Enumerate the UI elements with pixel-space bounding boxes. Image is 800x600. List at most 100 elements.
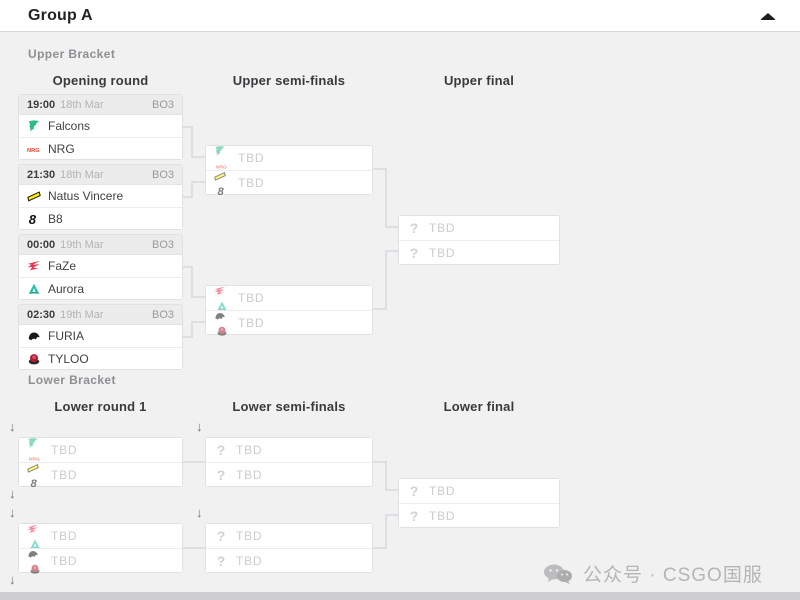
group-title: Group A <box>28 6 93 24</box>
navi-b8-possible-icons <box>214 172 230 194</box>
faze-aurora-possible-icons <box>27 525 43 547</box>
furia-icon <box>27 329 41 343</box>
match-format: BO3 <box>151 168 174 181</box>
match-format: BO3 <box>151 98 174 111</box>
team-name: FaZe <box>48 259 77 273</box>
question-icon: ? <box>216 528 226 544</box>
navi-icon <box>214 170 226 182</box>
lower-bracket-label: Lower Bracket <box>28 373 116 387</box>
team-name: Falcons <box>48 119 91 133</box>
falcons-icon <box>27 437 39 449</box>
tbd-slot: TBD <box>19 462 182 486</box>
match-info-bar: 19:00 18th Mar BO3 <box>19 95 182 115</box>
drop-down-arrow-icon: ↓ <box>9 572 16 587</box>
column-header-upper-semi-finals: Upper semi-finals <box>232 73 346 88</box>
tbd-slot: ? TBD <box>399 240 559 264</box>
watermark: 公众号 · CSGO国服 <box>543 560 763 587</box>
tbd-slot: TBD <box>206 146 372 170</box>
navi-icon <box>27 462 39 474</box>
faze-icon <box>27 523 39 535</box>
match-card-lower-r1-1[interactable]: TBD TBD <box>18 437 183 487</box>
tbd-label: TBD <box>236 529 263 543</box>
tyloo-icon <box>27 352 41 366</box>
upper-bracket-label: Upper Bracket <box>28 47 116 61</box>
falcons-nrg-possible-icons <box>27 439 43 461</box>
tbd-label: TBD <box>429 508 456 523</box>
furia-icon <box>214 310 226 322</box>
falcons-nrg-possible-icons <box>214 147 230 169</box>
tbd-slot: TBD <box>19 438 182 462</box>
drop-down-arrow-icon: ↓ <box>196 505 203 520</box>
tbd-label: TBD <box>429 245 456 260</box>
tbd-slot: TBD <box>206 286 372 310</box>
b8-icon <box>29 477 41 489</box>
tbd-slot: ? TBD <box>206 524 372 548</box>
question-icon: ? <box>216 442 226 458</box>
match-card-lower-r1-2[interactable]: TBD TBD <box>18 523 183 573</box>
match-date: 18th Mar <box>60 168 104 181</box>
team-row: B8 <box>19 207 182 229</box>
question-icon: ? <box>409 483 419 499</box>
match-card-upper-semi-1[interactable]: TBD TBD <box>205 145 373 195</box>
question-icon: ? <box>216 466 226 483</box>
match-card-opening-2[interactable]: 21:30 18th Mar BO3 Natus Vincere B8 <box>18 164 183 230</box>
tbd-label: TBD <box>51 553 78 568</box>
team-name: B8 <box>48 211 63 226</box>
team-name: Natus Vincere <box>48 189 124 203</box>
navi-icon <box>27 189 41 203</box>
column-header-upper-final: Upper final <box>443 73 515 88</box>
tbd-slot: ? TBD <box>206 438 372 462</box>
match-time: 19:00 <box>27 98 56 111</box>
match-card-upper-semi-2[interactable]: TBD TBD <box>205 285 373 335</box>
match-time: 21:30 <box>27 168 56 181</box>
team-row: TYLOO <box>19 347 182 369</box>
match-date: 19th Mar <box>60 238 104 251</box>
match-card-lower-final[interactable]: ? TBD ? TBD <box>398 478 560 528</box>
team-name: TYLOO <box>48 351 89 366</box>
match-card-opening-3[interactable]: 00:00 19th Mar BO3 FaZe Aurora <box>18 234 183 300</box>
drop-down-arrow-icon: ↓ <box>9 486 16 501</box>
tbd-label: TBD <box>238 291 265 305</box>
b8-icon <box>27 212 41 226</box>
furia-tyloo-possible-icons <box>27 550 43 572</box>
tbd-label: TBD <box>236 467 263 482</box>
column-header-lower-final: Lower final <box>443 399 515 414</box>
tbd-slot: TBD <box>19 548 182 572</box>
column-header-lower-semi-finals: Lower semi-finals <box>232 399 346 414</box>
team-row: NRG <box>19 137 182 159</box>
tbd-label: TBD <box>236 443 263 457</box>
match-card-lower-semi-1[interactable]: ? TBD ? TBD <box>205 437 373 487</box>
tbd-slot: ? TBD <box>399 479 559 503</box>
aurora-icon <box>27 282 41 296</box>
faze-icon <box>214 285 226 297</box>
match-format: BO3 <box>151 308 174 321</box>
tbd-label: TBD <box>51 529 78 543</box>
match-format: BO3 <box>151 238 174 251</box>
tbd-label: TBD <box>238 151 265 165</box>
drop-down-arrow-icon: ↓ <box>9 505 16 520</box>
question-icon: ? <box>216 552 226 569</box>
drop-down-arrow-icon: ↓ <box>9 419 16 434</box>
tbd-label: TBD <box>51 467 78 482</box>
tyloo-icon <box>216 325 228 337</box>
falcons-icon <box>214 145 226 157</box>
match-time: 00:00 <box>27 238 56 251</box>
match-card-opening-4[interactable]: 02:30 19th Mar BO3 FURIA TYLOO <box>18 304 183 370</box>
tyloo-icon <box>29 563 41 575</box>
column-header-lower-round-1: Lower round 1 <box>54 399 147 414</box>
match-time: 02:30 <box>27 308 56 321</box>
column-header-opening-round: Opening round <box>52 73 149 88</box>
match-date: 19th Mar <box>60 308 104 321</box>
caret-up-icon[interactable] <box>760 13 776 20</box>
match-card-opening-1[interactable]: 19:00 18th Mar BO3 Falcons NRG <box>18 94 183 160</box>
furia-tyloo-possible-icons <box>214 312 230 334</box>
drop-down-arrow-icon: ↓ <box>196 419 203 434</box>
team-name: Aurora <box>48 281 85 296</box>
faze-icon <box>27 259 41 273</box>
tbd-slot: TBD <box>19 524 182 548</box>
match-card-upper-final[interactable]: ? TBD ? TBD <box>398 215 560 265</box>
team-row: Natus Vincere <box>19 185 182 207</box>
match-card-lower-semi-2[interactable]: ? TBD ? TBD <box>205 523 373 573</box>
question-icon: ? <box>409 507 419 524</box>
